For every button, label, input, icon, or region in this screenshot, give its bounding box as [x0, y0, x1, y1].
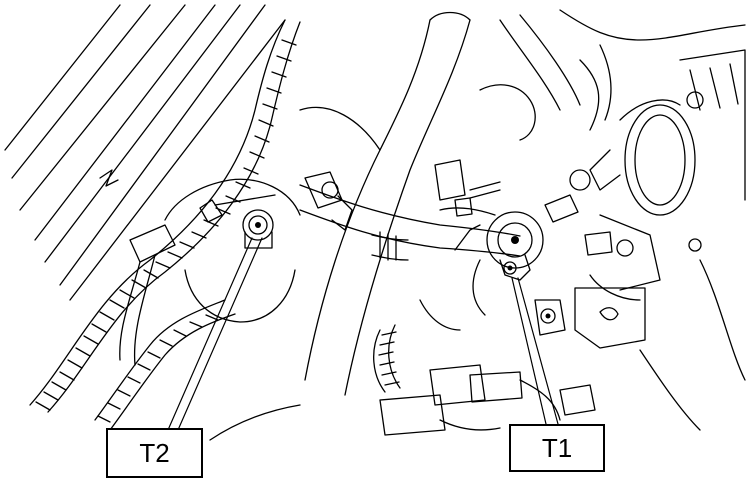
strut-mount — [165, 107, 380, 322]
callout-t2: T2 — [106, 428, 203, 478]
callout-t1-label: T1 — [541, 432, 573, 463]
t2-leader-line — [168, 238, 252, 430]
bolt-heads — [255, 222, 551, 319]
engine-top-right — [435, 10, 745, 200]
t1-leader-line — [512, 278, 546, 424]
wiring-harness-left — [30, 20, 300, 412]
bolt-cluster-t1 — [440, 182, 645, 348]
lower-connectors — [210, 300, 700, 440]
callout-t2-label: T2 — [139, 437, 170, 468]
reservoir-right — [600, 50, 745, 380]
callout-t1: T1 — [509, 424, 605, 472]
strut-brace — [300, 172, 520, 260]
intake-tube — [305, 13, 580, 396]
leader-lines — [168, 238, 558, 430]
body-panel-lines — [5, 5, 285, 300]
hose-lower-left — [95, 225, 235, 430]
